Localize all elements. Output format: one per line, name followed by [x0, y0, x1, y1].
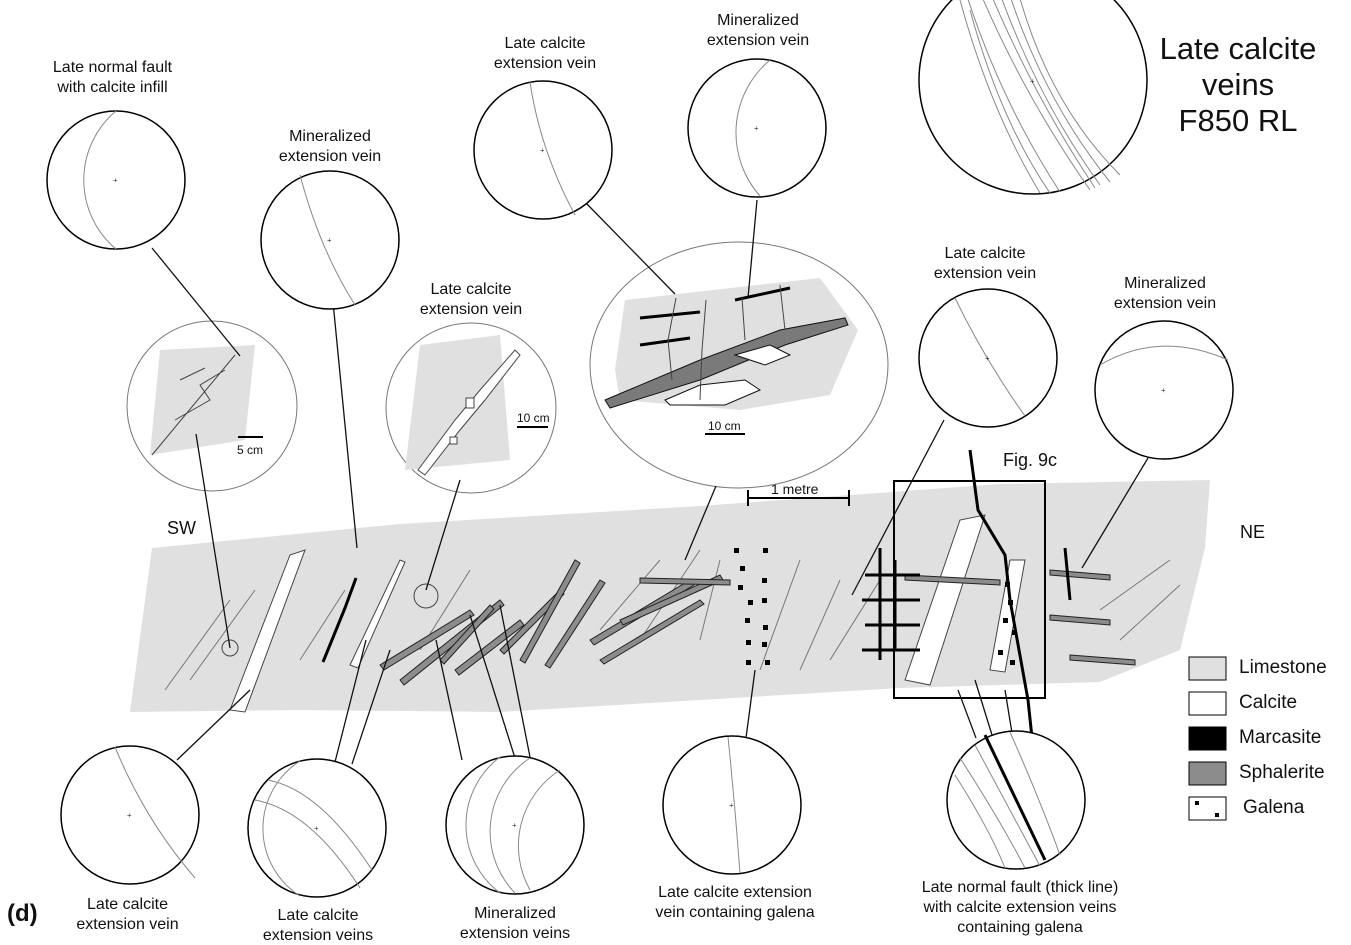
svg-text:+: +	[327, 236, 332, 245]
stereonet-top-3: +	[474, 81, 612, 219]
stereonet-bottom-2: +	[248, 759, 386, 897]
legend-label-marcasite: Marcasite	[1239, 727, 1321, 749]
bottom-label-5: Late normal fault (thick line)with calci…	[900, 878, 1140, 938]
stereonet-top-4: +	[688, 59, 826, 197]
legend-label-galena: Galena	[1243, 797, 1304, 819]
end-label-ne: NE	[1240, 522, 1265, 542]
stereonet-top-5: +	[919, 289, 1057, 427]
svg-text:+: +	[754, 124, 759, 133]
legend-swatches	[1189, 657, 1226, 820]
svg-text:+: +	[113, 176, 118, 185]
svg-text:10 cm: 10 cm	[517, 411, 550, 425]
svg-text:+: +	[512, 821, 517, 830]
legend-swatch-calcite	[1189, 692, 1226, 715]
stereonet-top-2: +	[261, 171, 399, 309]
stereonet-bottom-1: +	[61, 746, 199, 884]
stereonet-bottom-4: +	[663, 736, 801, 874]
panel-letter: (d)	[7, 900, 38, 928]
fig-9c-label: Fig. 9c	[1003, 450, 1057, 470]
svg-text:10 cm: 10 cm	[708, 419, 741, 433]
svg-text:5 cm: 5 cm	[237, 443, 263, 457]
svg-text:+: +	[127, 811, 132, 820]
svg-text:+: +	[1030, 77, 1035, 86]
stereonet-bottom-5	[947, 731, 1085, 869]
svg-text:+: +	[729, 801, 734, 810]
legend-swatch-marcasite	[1189, 727, 1226, 750]
end-label-sw: SW	[167, 518, 196, 538]
stereonet-top-1: +	[47, 111, 185, 249]
detail-inset-c: 10 cm	[590, 242, 888, 488]
svg-text:+: +	[1161, 386, 1166, 395]
legend-label-calcite: Calcite	[1239, 692, 1297, 714]
stereonet-top-6: +	[1095, 321, 1233, 459]
stereonet-bottom-3: +	[446, 756, 584, 894]
legend-swatch-sphalerite	[1189, 762, 1226, 785]
legend-label-sphalerite: Sphalerite	[1239, 762, 1325, 784]
svg-text:+: +	[314, 824, 319, 833]
svg-text:+: +	[540, 146, 545, 155]
legend-swatch-galena	[1189, 797, 1226, 820]
detail-inset-b: 10 cm	[386, 323, 556, 493]
stereonet-large: +	[919, 0, 1147, 194]
detail-inset-a: 5 cm	[127, 321, 297, 491]
svg-text:+: +	[985, 354, 990, 363]
legend-label-limestone: Limestone	[1239, 657, 1327, 679]
legend-swatch-limestone	[1189, 657, 1226, 680]
